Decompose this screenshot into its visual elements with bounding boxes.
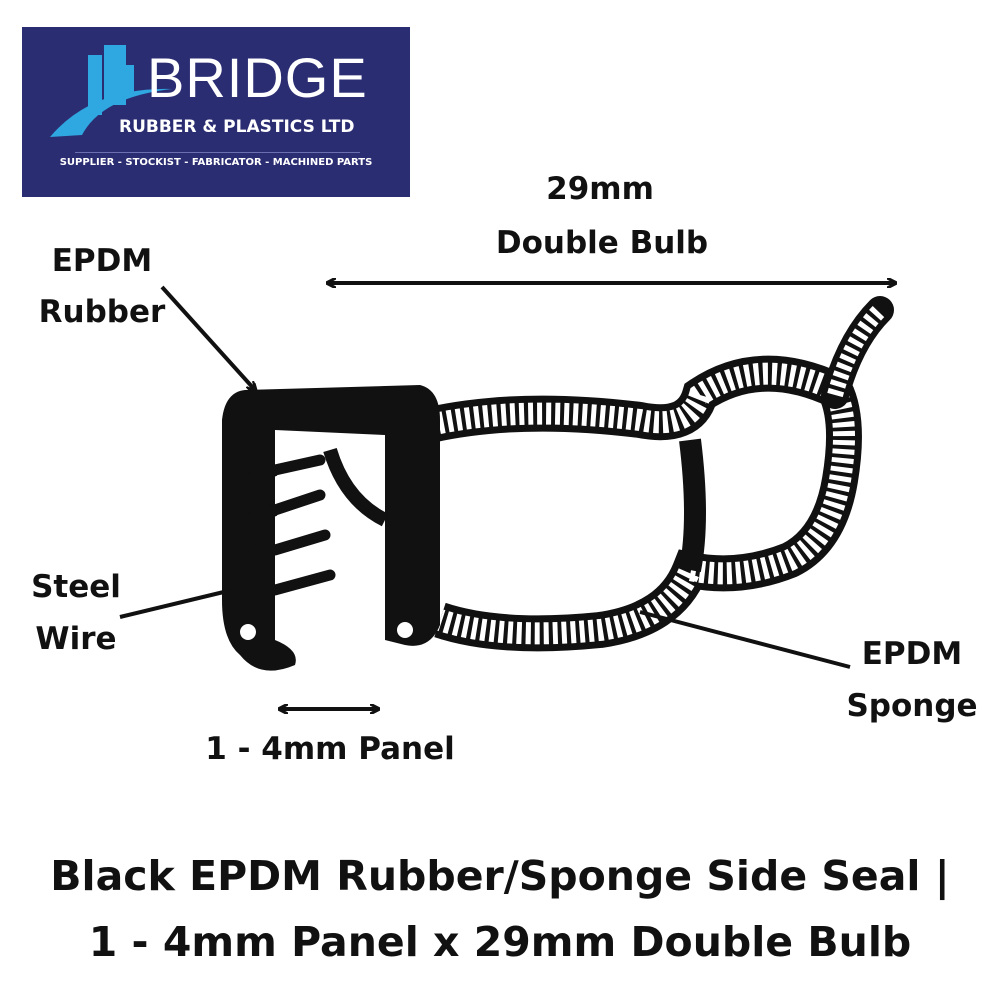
logo-tagline: SUPPLIER - STOCKIST - FABRICATOR - MACHI… (59, 157, 373, 168)
rubber-leader-arrow (160, 285, 255, 390)
wire-label-1: Steel (31, 569, 121, 605)
logo-name: BRIDGE (147, 46, 368, 109)
product-title-line2: 1 - 4mm Panel x 29mm Double Bulb (88, 918, 912, 966)
logo-subtitle: RUBBER & PLASTICS LTD (119, 117, 355, 137)
logo-divider (75, 152, 360, 153)
company-logo: BRIDGE RUBBER & PLASTICS LTD SUPPLIER - … (22, 27, 410, 197)
sponge-leader-line (639, 610, 851, 669)
sponge-label-1: EPDM (861, 636, 963, 672)
rubber-label-2: Rubber (38, 294, 166, 330)
wire-label-2: Wire (35, 621, 117, 657)
rubber-label-1: EPDM (51, 243, 153, 279)
sponge-bulb (426, 296, 894, 652)
steel-wire-hole (397, 622, 413, 638)
sponge-label-2: Sponge (846, 688, 978, 724)
buildings-icon (50, 45, 172, 137)
width-desc-label: Double Bulb (495, 225, 709, 261)
steel-wire-hole (240, 624, 256, 640)
width-value-label: 29mm (546, 171, 654, 207)
panel-label: 1 - 4mm Panel (205, 731, 455, 767)
rubber-clip (222, 385, 440, 671)
product-title-line1: Black EPDM Rubber/Sponge Side Seal | (50, 852, 950, 900)
wire-leader-line (119, 588, 233, 619)
